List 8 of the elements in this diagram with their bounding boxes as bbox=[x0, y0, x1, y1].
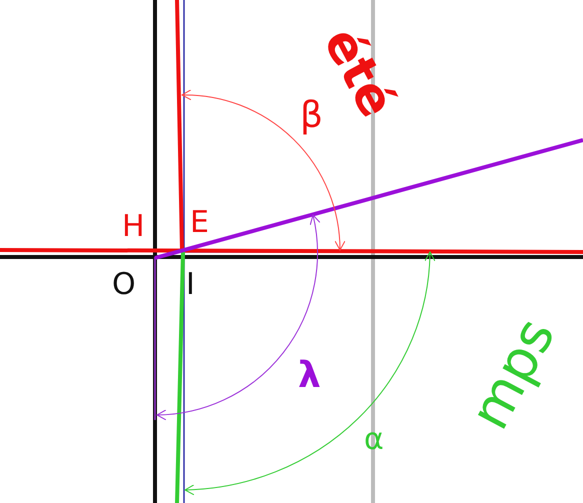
angle-label: λ bbox=[298, 358, 321, 394]
point-label: O bbox=[112, 270, 136, 300]
angle-label: β bbox=[300, 98, 323, 134]
season-label: mps bbox=[462, 310, 564, 438]
point-label: I bbox=[186, 270, 195, 300]
angle-label: α bbox=[364, 425, 384, 455]
point-label: E bbox=[190, 208, 209, 238]
point-label: H bbox=[122, 212, 145, 242]
